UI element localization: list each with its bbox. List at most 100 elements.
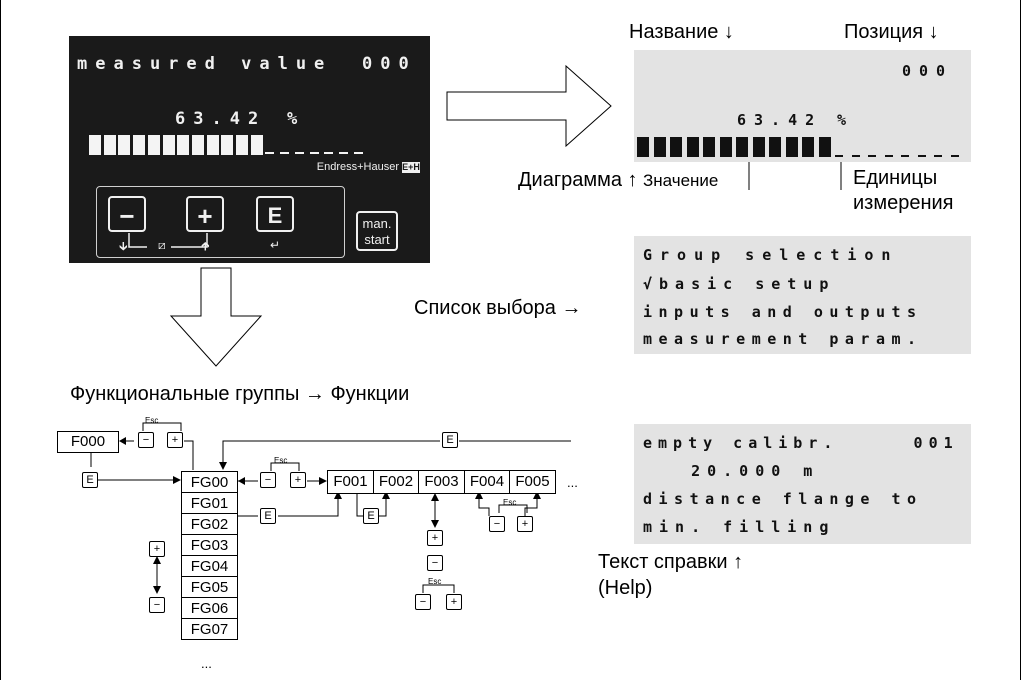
bar-segment-empty xyxy=(309,152,319,154)
esc-minus-button[interactable]: − xyxy=(138,432,154,448)
device-bargraph xyxy=(89,135,419,155)
esc-bracket xyxy=(142,422,182,431)
annotated-unit: % xyxy=(837,111,855,129)
function-group-fg02: FG02 xyxy=(181,513,238,535)
function-f002: F002 xyxy=(372,470,420,494)
device-front-panel: measured value 000 63.42 % Endress+Hause… xyxy=(69,36,430,263)
enter-button[interactable]: E xyxy=(363,508,379,524)
selection-line-2: √basic setup xyxy=(643,275,836,293)
bar-segment-empty xyxy=(901,155,909,157)
function-group-fg06: FG06 xyxy=(181,597,238,619)
annotated-display-screen: 000 63.42 % xyxy=(634,50,971,162)
esc-plus-button[interactable]: + xyxy=(446,594,462,610)
down-arrow-icon: 🡳 xyxy=(119,239,128,253)
label-diagram: Диаграмма ↑ xyxy=(518,169,638,191)
label-position: Позиция ↓ xyxy=(844,21,939,43)
bar-segment-empty xyxy=(851,155,860,157)
esc-minus-button[interactable]: − xyxy=(415,594,431,610)
bar-segment-filled xyxy=(133,135,146,155)
label-help-text: Текст справки ↑ xyxy=(598,551,744,573)
esc-label: Esc xyxy=(428,577,442,586)
up-arrow-icon: 🡱 xyxy=(201,239,210,253)
enter-button[interactable]: E xyxy=(442,432,458,448)
bar-segment-filled xyxy=(719,137,732,157)
device-line1-label: measured value xyxy=(77,54,333,74)
function-group-fg01: FG01 xyxy=(181,492,238,514)
man-start-label-1: man. xyxy=(362,216,392,231)
bar-segment-filled xyxy=(147,135,160,155)
minus-button[interactable]: − xyxy=(149,597,165,613)
annotated-value: 63.42 xyxy=(737,111,823,129)
label-units-2: измерения xyxy=(853,192,954,214)
selection-display-screen: Group selection √basic setup inputs and … xyxy=(634,236,971,354)
label-selection-list: Список выбора → xyxy=(414,297,582,319)
device-enter-button[interactable]: E xyxy=(256,196,294,232)
bar-segment-empty xyxy=(280,152,290,154)
bar-segment-filled xyxy=(221,135,234,155)
esc-minus-button[interactable]: − xyxy=(260,472,276,488)
bar-segment-filled xyxy=(802,137,814,157)
bar-segment-filled xyxy=(250,135,263,155)
esc-bracket xyxy=(270,462,300,471)
esc-bracket xyxy=(422,584,455,593)
annotated-position: 000 xyxy=(902,62,954,80)
help-line-2: 20.000 m xyxy=(643,462,820,480)
enter-button[interactable]: E xyxy=(260,508,276,524)
keypad-connector-lines xyxy=(128,233,208,248)
bar-segment-filled xyxy=(191,135,204,155)
bar-segment-empty xyxy=(934,155,942,157)
plus-button[interactable]: + xyxy=(427,530,443,546)
help-line-4: min. filling xyxy=(643,518,836,536)
bar-segment-empty xyxy=(835,155,843,157)
esc-label: Esc xyxy=(145,416,159,425)
esc-label: Esc xyxy=(274,456,288,465)
bar-segment-empty xyxy=(265,152,275,154)
bar-segment-filled xyxy=(206,135,219,155)
device-plus-button[interactable]: + xyxy=(186,196,224,232)
annotated-bargraph xyxy=(637,137,969,159)
minus-button[interactable]: − xyxy=(427,555,443,571)
selection-line-3: inputs and outputs xyxy=(643,303,923,321)
bar-segment-filled xyxy=(785,137,798,157)
esc-plus-button[interactable]: + xyxy=(517,516,533,532)
keypad-frame: − + E 🡳 ⧄ 🡱 ↵ xyxy=(96,186,345,258)
structure-title: Функциональные группы → Функции xyxy=(70,383,410,405)
bar-segment-empty xyxy=(917,155,926,157)
bar-segment-empty xyxy=(868,155,876,157)
bar-segment-empty xyxy=(294,152,304,154)
esc-bracket xyxy=(498,504,528,513)
enter-button[interactable]: E xyxy=(82,472,98,488)
function-group-fg05: FG05 xyxy=(181,576,238,598)
enter-arrow-icon: ↵ xyxy=(270,238,281,252)
help-line-3: distance flange to xyxy=(643,490,923,508)
esc-label: Esc xyxy=(503,498,517,507)
esc-plus-button[interactable]: + xyxy=(167,432,183,448)
bar-segment-filled xyxy=(118,135,131,155)
bar-segment-empty xyxy=(950,155,959,157)
bar-segment-filled xyxy=(637,137,649,157)
bar-segment-empty xyxy=(884,155,893,157)
function-group-fg04: FG04 xyxy=(181,555,238,577)
bar-segment-filled xyxy=(703,137,715,157)
bar-segment-filled xyxy=(769,137,781,157)
esc-plus-button[interactable]: + xyxy=(290,472,306,488)
esc-minus-button[interactable]: − xyxy=(489,516,505,532)
escape-combo-icon: ⧄ xyxy=(158,238,166,252)
function-group-fg03: FG03 xyxy=(181,534,238,556)
bar-segment-filled xyxy=(89,135,101,155)
selection-line-1: Group selection xyxy=(643,246,899,264)
device-line1-position: 000 xyxy=(362,54,417,74)
device-minus-button[interactable]: − xyxy=(108,196,146,232)
plus-button[interactable]: + xyxy=(149,541,165,557)
label-units-1: Единицы xyxy=(853,167,938,189)
function-group-fg07: FG07 xyxy=(181,618,238,640)
label-value: Значение xyxy=(643,171,719,190)
device-unit: % xyxy=(287,109,306,129)
bar-segment-filled xyxy=(236,135,248,155)
help-display-screen: empty calibr. 001 20.000 m distance flan… xyxy=(634,424,971,544)
man-start-button[interactable]: man. start xyxy=(356,211,398,251)
bar-segment-filled xyxy=(177,135,190,155)
